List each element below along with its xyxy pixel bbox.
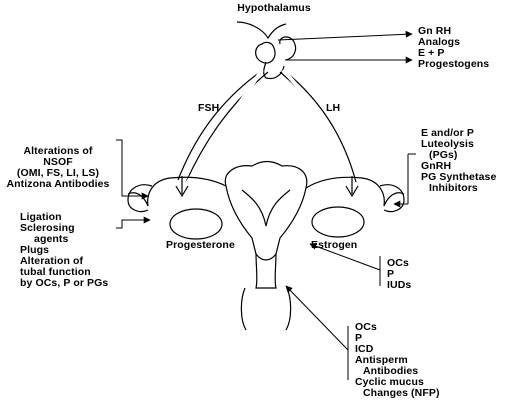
method-ligation: Ligation — [20, 211, 62, 223]
hypothalamus-drawing — [236, 21, 297, 80]
uterine-methods-list: OCs P IUDs — [387, 258, 411, 291]
method-alteration-of: Alteration of — [20, 255, 84, 267]
method-e-and-or-p: E and/or P — [421, 127, 474, 139]
tubal-methods-list: Ligation Sclerosing agents Plugs Alterat… — [20, 212, 108, 289]
method-antisperm: Antisperm — [355, 354, 408, 366]
method-plugs: Plugs — [20, 244, 50, 256]
lh-label: LH — [326, 102, 341, 114]
connector-lines — [116, 30, 416, 380]
method-changes-nfp: Changes (NFP) — [363, 387, 440, 399]
estrogen-label: Estrogen — [311, 239, 358, 251]
method-cyclic-mucus: Cyclic mucus — [355, 376, 424, 388]
cervical-methods-list: OCs P ICD Antisperm Antibodies Cyclic mu… — [355, 322, 440, 399]
method-gnrh-ovarian: GnRH — [421, 160, 452, 172]
method-progestogens: Progestogens — [418, 58, 490, 70]
method-by-ocs-p-pgs: by OCs, P or PGs — [20, 277, 109, 289]
ovum-methods-list: Alterations of NSOF (OMI, FS, LI, LS) An… — [2, 146, 114, 190]
method-antizona-antibodies: Antizona Antibodies — [6, 178, 110, 190]
method-e-plus-p: E + P — [418, 47, 445, 59]
progesterone-label: Progesterone — [166, 239, 235, 251]
method-gnrh: Gn RH — [418, 25, 452, 37]
method-omi-fs-li-ls: (OMI, FS, LI, LS) — [16, 167, 100, 179]
method-p-uterine: P — [387, 268, 395, 280]
method-inhibitors: Inhibitors — [429, 182, 478, 194]
method-tubal-function: tubal function — [20, 266, 91, 278]
method-alterations-of: Alterations of — [23, 145, 93, 157]
method-analogs: Analogs — [418, 36, 461, 48]
method-nsof: NSOF — [43, 156, 73, 168]
method-icd: ICD — [355, 343, 374, 355]
hormone-pathways — [175, 68, 359, 198]
hypothalamus-label: Hypothalamus — [237, 2, 311, 14]
method-luteolysis: Luteolysis — [421, 138, 474, 150]
ovaries — [169, 206, 365, 240]
method-p-cervical: P — [355, 332, 363, 344]
method-pg-synthetase: PG Synthetase — [421, 171, 497, 183]
method-iuds: IUDs — [387, 279, 412, 291]
method-ocs-uterine: OCs — [387, 257, 409, 269]
ovarian-methods-list: E and/or P Luteolysis (PGs) GnRH PG Synt… — [421, 128, 496, 194]
method-ocs-cervical: OCs — [355, 321, 377, 333]
method-antibodies: Antibodies — [363, 365, 419, 377]
hypothalamic-methods-list: Gn RH Analogs E + P Progestogens — [418, 26, 489, 70]
method-pgs: (PGs) — [429, 149, 458, 161]
method-sclerosing: Sclerosing — [20, 222, 75, 234]
fsh-label: FSH — [198, 102, 220, 114]
method-agents: agents — [34, 233, 69, 245]
